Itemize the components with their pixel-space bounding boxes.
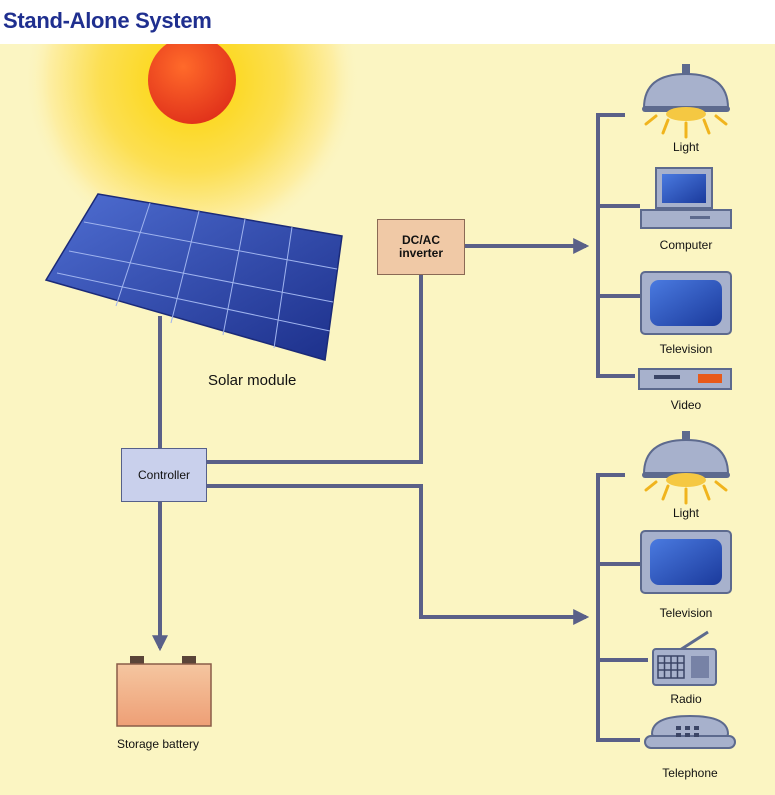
storage-battery-label: Storage battery — [117, 737, 200, 751]
inverter-label-line1: DC/AC — [402, 233, 440, 247]
ac-load-label-video: Video — [670, 398, 702, 412]
television-icon — [640, 271, 732, 335]
ac-load-label-light: Light — [672, 140, 700, 154]
ac-bus — [596, 113, 635, 378]
ac-load-label-television: Television — [659, 342, 713, 356]
light-icon — [642, 64, 730, 139]
dc-load-label-radio: Radio — [670, 692, 702, 706]
inverter-label-line2: inverter — [398, 246, 444, 260]
controller-to-inverter-wire — [206, 273, 423, 464]
radio-icon — [652, 630, 717, 686]
inverter-box: DC/AC inverter — [377, 219, 465, 275]
dc-load-label-light: Light — [672, 506, 700, 520]
controller-box: Controller — [121, 448, 207, 502]
dc-load-label-telephone: Telephone — [662, 766, 718, 780]
solar-module-label: Solar module — [208, 372, 297, 389]
video-icon — [638, 368, 732, 390]
diagram-graphic — [24, 44, 736, 749]
telephone-icon — [644, 714, 736, 749]
light-icon — [642, 431, 730, 505]
dc-bus — [596, 473, 640, 742]
page-title: Stand-Alone System — [3, 8, 212, 33]
solar-panel-icon — [44, 193, 343, 361]
dc-load-label-television: Television — [659, 606, 713, 620]
television-icon — [640, 530, 732, 594]
battery-icon — [116, 656, 212, 727]
ac-load-label-computer: Computer — [659, 238, 713, 252]
computer-icon — [640, 167, 732, 229]
wiring — [152, 113, 648, 742]
diagram-canvas: Controller DC/AC inverter Solar module S… — [0, 44, 775, 795]
controller-to-dc-loads-wire — [206, 484, 590, 625]
controller-label: Controller — [137, 468, 191, 482]
